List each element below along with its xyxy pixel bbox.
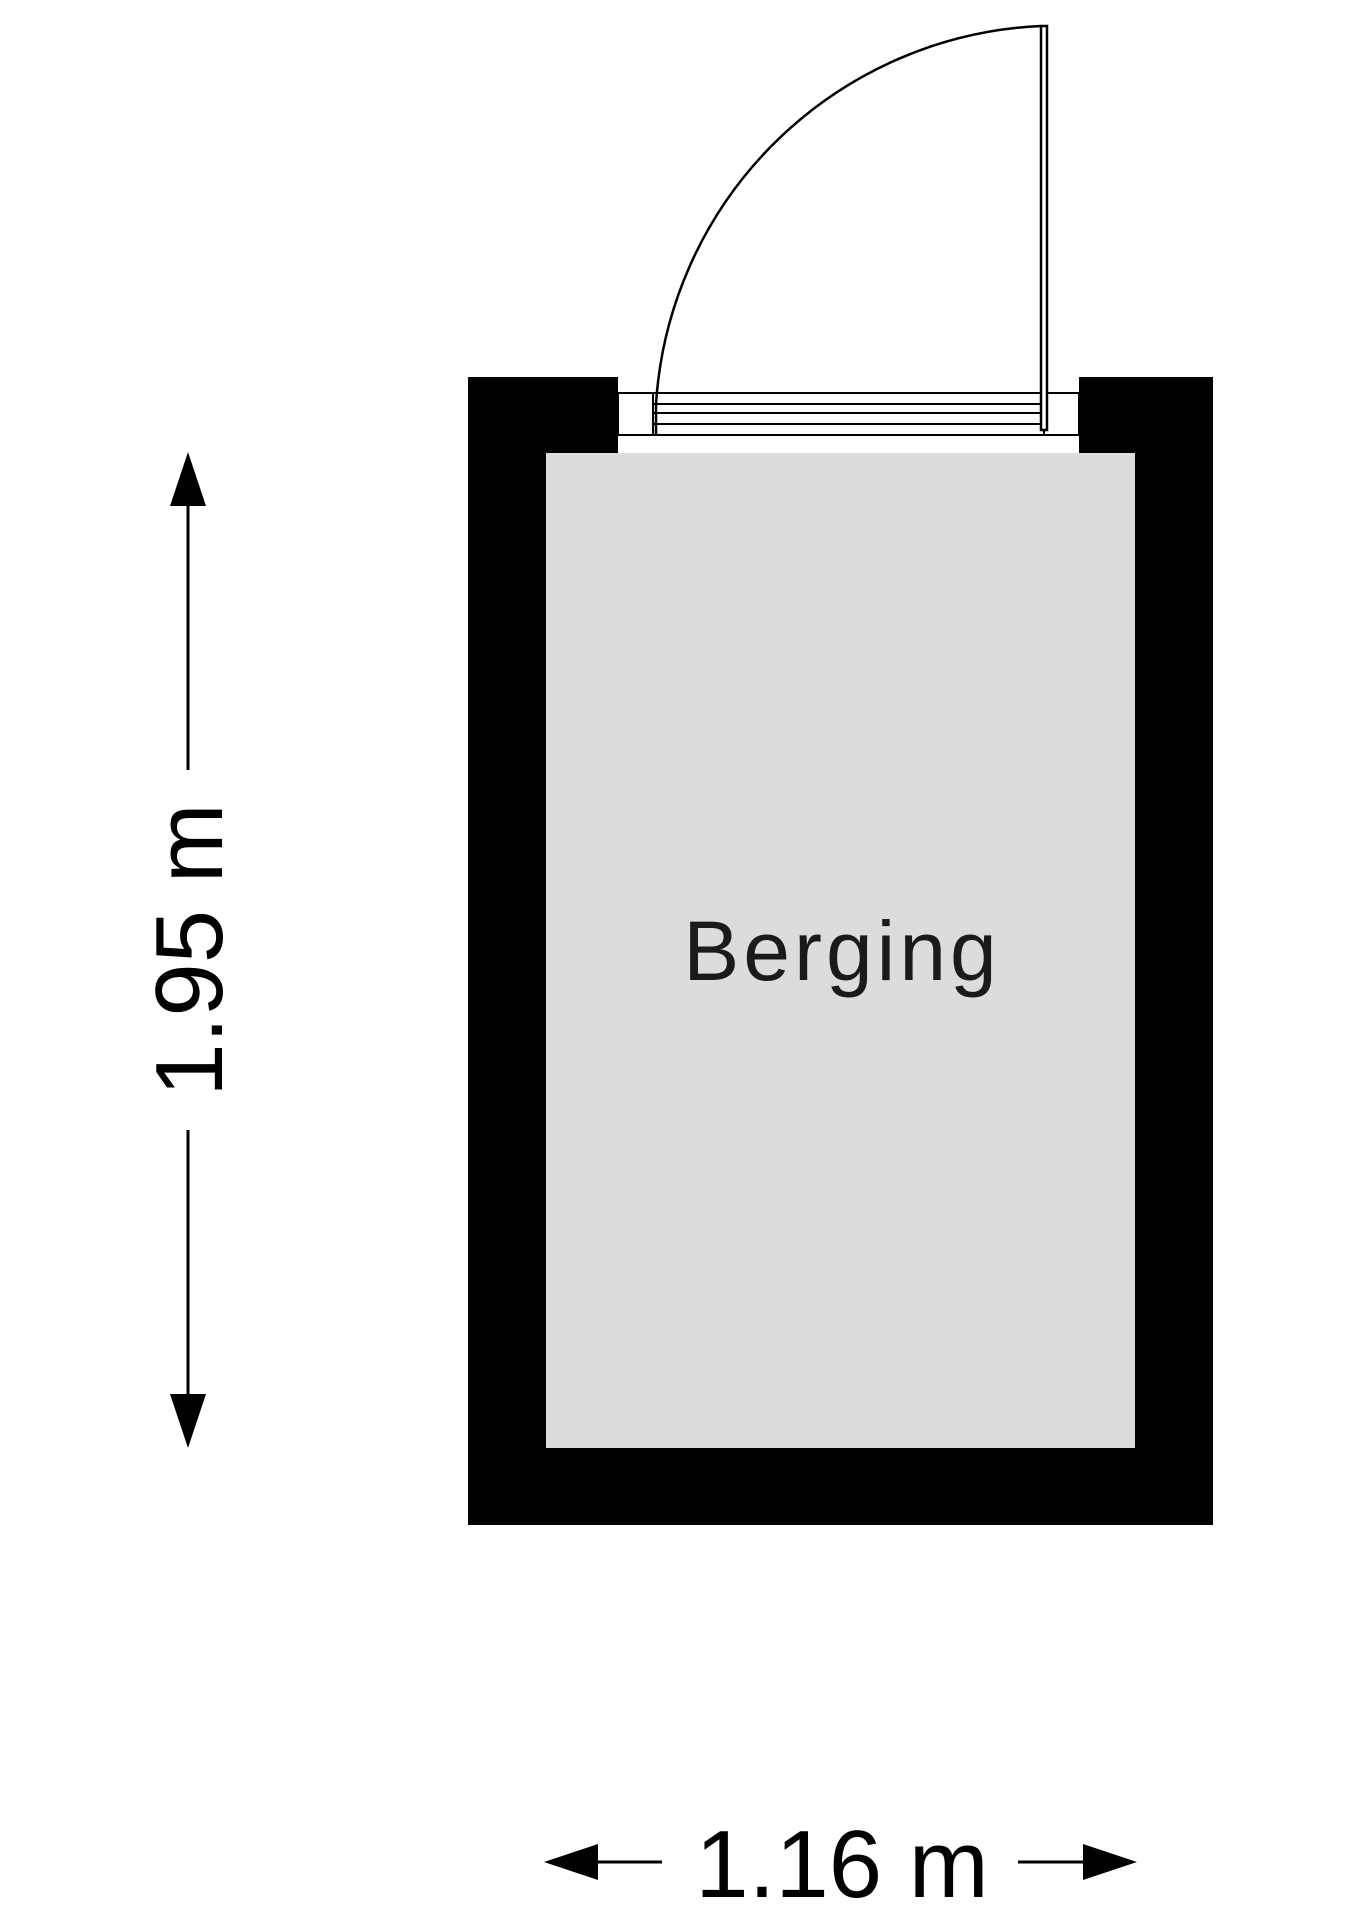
- arrow-up-icon: [170, 452, 206, 506]
- door-arc: [654, 24, 1042, 405]
- wall-bottom: [468, 1448, 1213, 1525]
- height-dimension: 1.95 m: [136, 452, 243, 1448]
- arrow-right-icon: [1083, 1844, 1137, 1880]
- room-floor: [546, 453, 1135, 1448]
- arrow-down-icon: [170, 1394, 206, 1448]
- walls: [468, 377, 1213, 1525]
- door-leaf: [1039, 24, 1049, 432]
- wall-top-left: [468, 377, 618, 453]
- wall-top-right: [1079, 377, 1213, 453]
- height-label: 1.95 m: [136, 803, 243, 1096]
- room-name: Berging: [683, 904, 1001, 998]
- door-threshold: [617, 392, 1080, 436]
- wall-right: [1135, 377, 1213, 1525]
- width-dimension: 1.16 m: [544, 1811, 1137, 1918]
- door-swing-icon: [654, 24, 1049, 435]
- width-label: 1.16 m: [695, 1811, 988, 1918]
- wall-left: [468, 377, 546, 1525]
- arrow-left-icon: [544, 1844, 598, 1880]
